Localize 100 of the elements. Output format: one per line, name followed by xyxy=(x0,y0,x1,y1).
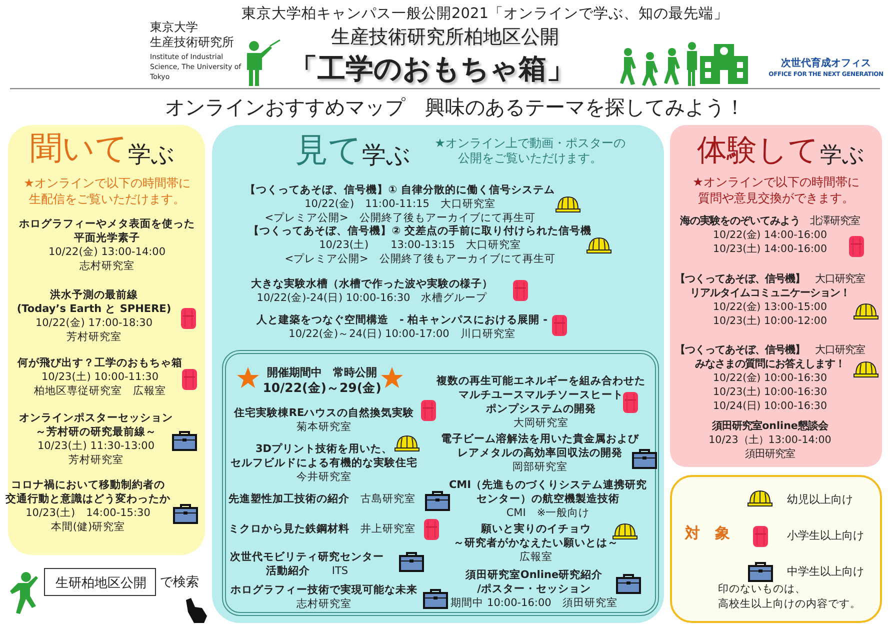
event-details: <プレミア公開> 公開終了後もアーカイブにて再生可 xyxy=(284,252,556,266)
experience-panel xyxy=(670,125,882,467)
legend-label: 中学生以上向け xyxy=(787,564,864,579)
event-details: 10/22(金) 10:00-16:30 xyxy=(712,371,828,385)
panel-heading: 体験して xyxy=(697,132,819,170)
event-title: 平面光学素子 xyxy=(74,231,140,245)
event-details: 海の実験をのぞいてみよう 北澤研究室 xyxy=(680,214,860,228)
legend-heading: 対 象 xyxy=(685,524,730,543)
poster-title: 「工学のおもちゃ箱」 xyxy=(290,51,574,87)
event-details: 10/23(土) 10:00-16:30 xyxy=(712,385,828,399)
event-details: 菊本研究室 xyxy=(296,420,352,434)
office-name: 次世代育成オフィス xyxy=(781,56,871,70)
event-title: 【つくってあそぼ、信号機】① 自律分散的に働く信号システム xyxy=(245,183,555,197)
event-details: 活動紹介 ITS xyxy=(266,564,348,578)
event-details: 先進塑性加工技術の紹介 古島研究室 xyxy=(228,492,416,506)
panel-heading: 見て xyxy=(295,129,362,171)
event-title: ポンプシステムの開発 xyxy=(486,402,596,416)
institute-name: 生産技術研究所 xyxy=(150,34,234,51)
event-details: 【つくってあそぼ、信号機】 大口研究室 xyxy=(675,272,865,286)
event-details: 10/22(金) 13:00-14:00 xyxy=(48,245,166,259)
event-details: 10/23(土) 11:30-13:00 xyxy=(37,439,155,453)
event-details: 10/23(土) 13:00-13:15 大口研究室 xyxy=(319,238,521,252)
event-details: 今井研究室 xyxy=(296,470,352,484)
event-details: 10/23（土）13:00-14:00 xyxy=(708,433,832,447)
event-details: 10/22(金)-24(日) 10:00-16:30 水槽グループ xyxy=(256,291,488,305)
search-keyword: 生研柏地区公開 xyxy=(56,575,146,592)
event-title: 須田研究室Online研究紹介 xyxy=(465,568,603,582)
event-title: ホログラフィー技術で実現可能な未来 xyxy=(230,583,418,597)
event-details: 志村研究室 xyxy=(296,597,352,611)
event-title: (Today’s Earth と SPHERE) xyxy=(16,302,172,316)
event-title: オンラインポスターセッション xyxy=(19,411,173,425)
event-details: 芳村研究室 xyxy=(66,330,122,344)
event-details: 10/22(金) 11:00-11:15 大口研究室 xyxy=(304,197,496,211)
event-title: 大きな実験水槽（水槽で作った波や実験の様子） xyxy=(251,277,493,291)
period-heading: 10/22(金)～29(金) xyxy=(262,380,382,397)
panel-note: ★オンラインで以下の時間帯に質問や意見交換ができます。 xyxy=(692,174,860,206)
event-title: /ポスター・セッション xyxy=(477,582,591,596)
event-title: 3Dプリント技術を用いた、 xyxy=(255,442,393,456)
event-title: 何が飛び出す？工学のおもちゃ箱 xyxy=(18,356,182,370)
event-details: 芳村研究室 xyxy=(68,453,124,467)
event-title: レアメタルの高効率回収法の開発 xyxy=(458,446,622,460)
event-title: みなさまの質問にお答えします！ xyxy=(695,357,845,371)
event-details: 10/23(土) 10:00-12:00 xyxy=(712,314,828,328)
panel-heading: 学ぶ xyxy=(128,141,175,170)
search-keyword-box xyxy=(44,568,156,596)
event-details: 【つくってあそぼ、信号機】 大口研究室 xyxy=(675,343,865,357)
event-details: 志村研究室 xyxy=(80,259,134,273)
panel-note: ★オンラインで以下の時間帯に生配信をご覧いただけます。 xyxy=(22,175,192,207)
panel-heading: 学ぶ xyxy=(820,142,865,170)
header-subtitle: 生産技術研究所柏地区公開 xyxy=(331,25,559,50)
always-open-box xyxy=(222,350,659,616)
event-details: 10/22(金) 14:00-16:00 xyxy=(712,228,828,242)
event-title: 願いと実りのイチョウ xyxy=(481,522,591,536)
event-title: ～芳村研の研究最前線～ xyxy=(36,425,156,439)
event-details: 10/22(金) 13:00-15:00 xyxy=(712,300,828,314)
event-title: ～研究者がかなえたい願いとは～ xyxy=(454,536,618,550)
event-title: 須田研究室online懇談会 xyxy=(712,419,828,433)
event-details: 期間中 10:00-16:00 須田研究室 xyxy=(450,596,618,610)
legend-panel xyxy=(670,475,882,623)
event-details: 岡部研究室 xyxy=(512,460,568,474)
event-title: 人と建築をつなぐ空間構造 - 柏キャンパスにおける展開 - xyxy=(256,313,548,327)
event-title: 洪水予測の最前線 xyxy=(50,288,138,302)
legend-note: 印のないものは、 xyxy=(718,582,806,596)
event-details: 須田研究室 xyxy=(745,447,795,461)
event-details: 柏地区専従研究室 広報室 xyxy=(34,384,166,398)
event-title: 複数の再生可能エネルギーを組み合わせた xyxy=(436,374,646,388)
event-details: CMI ※一般向け xyxy=(506,506,590,520)
panel-note: ★オンライン上で動画・ポスターの公開をご覧いただけます。 xyxy=(434,136,626,166)
section-heading: オンラインおすすめマップ 興味のあるテーマを探してみよう！ xyxy=(165,94,745,121)
legend-label: 幼児以上向け xyxy=(787,492,853,507)
watch-panel xyxy=(212,125,664,623)
event-title: 交通行動と意識はどう変わったか xyxy=(6,492,170,506)
event-details: 10/23(土) 10:00-11:30 xyxy=(41,370,159,384)
event-title: 次世代モビリティ研究センター xyxy=(230,550,384,564)
event-details: <プレミア公開> 公開終了後もアーカイブにて再生可 xyxy=(264,211,536,224)
period-heading: 開催期間中 常時公開 xyxy=(267,365,377,380)
search-suffix: で検索 xyxy=(160,574,199,591)
institute-name: 東京大学 xyxy=(150,19,198,36)
panel-heading: 聞いて xyxy=(30,128,128,169)
event-details: ミクロから見た鉄鋼材料 井上研究室 xyxy=(228,522,416,536)
event-details: 10/24(日) 10:00-16:30 xyxy=(712,399,828,413)
panel-heading: 学ぶ xyxy=(362,140,411,171)
header-text: 東京大学柏キャンパス一般公開2021「オンラインで学ぶ、知の最先端」 xyxy=(242,4,728,23)
event-title: 【つくってあそぼ、信号機】② 交差点の手前に取り付けられた信号機 xyxy=(248,224,592,238)
event-title: CMI（先進ものづくりシステム連携研究 xyxy=(448,478,648,492)
legend-label: 小学生以上向け xyxy=(787,528,864,543)
event-details: 本間(健)研究室 xyxy=(50,520,126,534)
event-title: リアルタイムコミュニケーション！ xyxy=(690,286,850,300)
event-title: ホログラフィーやメタ表面を使った xyxy=(19,217,195,231)
event-title: セルフビルドによる有機的な実験住宅 xyxy=(230,456,418,470)
event-details: 10/23(土) 14:00-15:30 xyxy=(26,506,150,520)
event-details: 大岡研究室 xyxy=(514,416,568,430)
event-title: 住宅実験棟REハウスの自然換気実験 xyxy=(234,406,414,420)
event-title: コロナ禍において移動制約者の xyxy=(11,478,165,492)
event-details: 10/23(土) 14:00-16:00 xyxy=(712,242,828,256)
event-details: 10/22(金)～24(日) 10:00-17:00 川口研究室 xyxy=(288,327,516,341)
event-details: 10/22(金) 17:00-18:30 xyxy=(35,316,153,330)
event-title: センター）の航空機製造技術 xyxy=(476,492,620,506)
event-title: マルチユースマルチソースヒート xyxy=(458,388,624,402)
event-details: 広報室 xyxy=(520,550,552,564)
